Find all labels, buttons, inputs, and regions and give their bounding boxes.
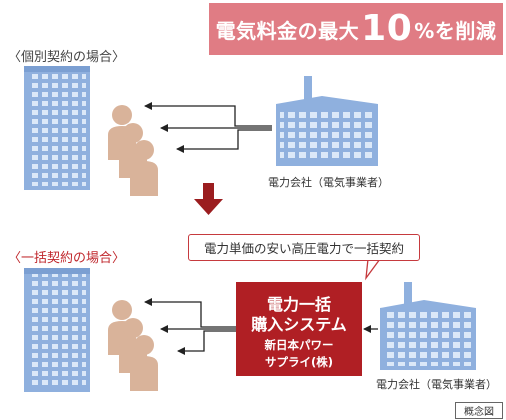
customers-icon xyxy=(108,105,158,196)
system-name-line2: 購入システム xyxy=(251,315,347,334)
power-company-factory-icon xyxy=(276,76,378,166)
power-company-caption-top: 電力会社（電気事業者） xyxy=(268,176,389,189)
office-building-icon xyxy=(24,66,90,190)
power-company-caption-bottom: 電力会社（電気事業者） xyxy=(376,378,497,391)
supply-arrows-top xyxy=(144,102,272,153)
provider-name-line2: サプライ(株) xyxy=(264,355,333,369)
concept-diagram-text: 概念図 xyxy=(464,407,494,418)
banner-suffix: %を削減 xyxy=(414,18,497,43)
concept-diagram-label: 概念図 xyxy=(455,402,503,419)
banner-prefix: 電気料金の最大 xyxy=(215,18,360,43)
system-name-line1: 電力一括 xyxy=(266,295,331,314)
callout-box: 電力単価の安い高圧電力で一括契約 xyxy=(188,234,420,261)
bulk-purchase-system-box: 電力一括 購入システム 新日本パワー サプライ(株) xyxy=(236,282,362,376)
provider-name-line1: 新日本パワー xyxy=(264,338,334,352)
individual-contract-label: 〈個別契約の場合〉 xyxy=(8,50,126,65)
supply-arrows-bottom xyxy=(144,298,236,355)
callout-text: 電力単価の安い高圧電力で一括契約 xyxy=(203,241,404,256)
office-building-icon xyxy=(24,268,90,392)
bulk-contract-label: 〈一括契約の場合〉 xyxy=(8,251,126,266)
transition-arrow-icon xyxy=(194,183,223,215)
banner-number: 10 xyxy=(361,8,413,49)
callout-pointer xyxy=(365,258,381,281)
power-company-factory-icon xyxy=(380,282,476,370)
customers-icon xyxy=(108,300,158,391)
